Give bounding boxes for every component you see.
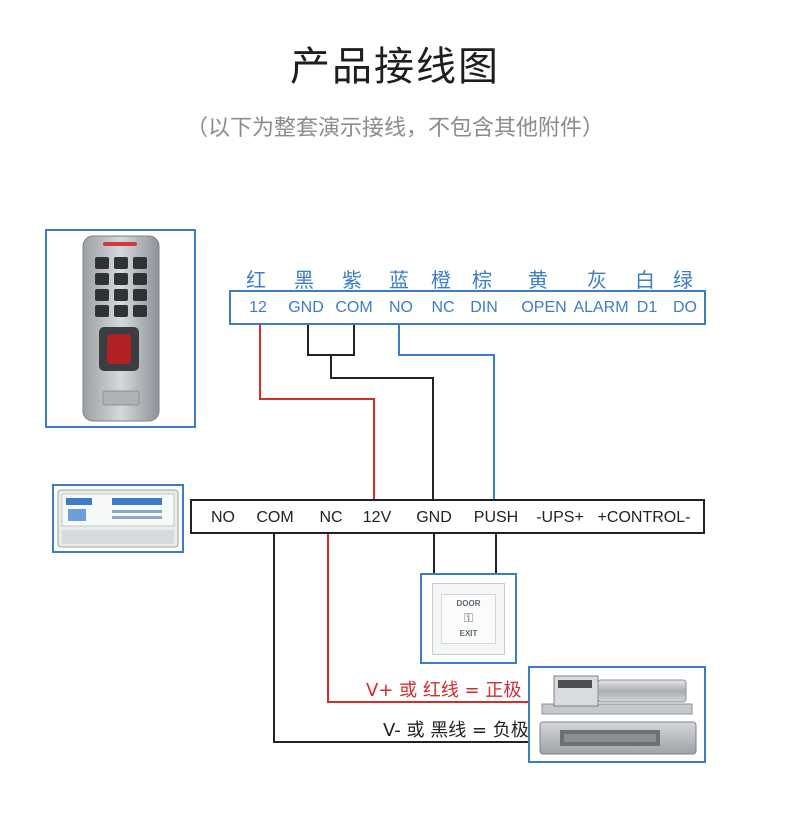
terminal-label: NC	[319, 509, 343, 526]
terminal-label: DIN	[470, 299, 498, 316]
wire-color-label: 黄	[528, 268, 548, 292]
wire-12v-red	[259, 325, 375, 499]
exit-button-plate: DOOR ⚿ EXIT	[432, 583, 505, 655]
terminal-label: OPEN	[521, 299, 567, 316]
exit-button-image: DOOR ⚿ EXIT	[420, 573, 517, 664]
wire-color-label: 棕	[472, 268, 492, 292]
terminal-label: GND	[288, 299, 324, 316]
exit-button-text-door: DOOR	[456, 599, 481, 608]
terminal-label: COM	[335, 299, 373, 316]
lock-positive-label: V+ 或 红线 = 正极	[366, 680, 522, 701]
terminal-label: NO	[211, 509, 235, 526]
wire-color-label: 蓝	[389, 268, 409, 292]
wire-lock-negative	[273, 534, 528, 743]
terminal-label: ALARM	[573, 299, 629, 316]
lock-image	[528, 666, 706, 763]
wire-color-label: 黑	[294, 268, 314, 292]
keypad-wire-colors: 红 黑 紫 蓝 橙 棕 黄 灰 白 绿	[236, 264, 706, 292]
wire-push-blue	[398, 325, 495, 499]
page-title: 产品接线图	[290, 44, 500, 90]
wire-color-label: 白	[635, 268, 655, 292]
wire-color-label: 橙	[431, 268, 451, 292]
power-supply-terminal-block: NO COM NC 12V GND PUSH -UPS+ +CONTROL-	[190, 499, 705, 534]
keypad-device-image	[45, 229, 196, 428]
wire-gnd-com-bridge	[307, 325, 355, 356]
terminal-label: NC	[431, 299, 455, 316]
terminal-label: NO	[389, 299, 413, 316]
wire-color-label: 灰	[587, 268, 607, 292]
key-icon: ⚿	[463, 611, 474, 625]
wire-color-label: 绿	[673, 268, 693, 292]
exit-button-face: DOOR ⚿ EXIT	[441, 594, 496, 644]
terminal-label: PUSH	[473, 509, 519, 526]
exit-button-text-exit: EXIT	[459, 629, 478, 638]
terminal-label: -UPS+	[536, 509, 584, 526]
lock-negative-label: V- 或 黑线 = 负极	[383, 720, 529, 741]
page-subtitle: （以下为整套演示接线，不包含其他附件）	[185, 116, 604, 141]
wire-gnd-black	[330, 355, 434, 499]
wire-color-label: 紫	[342, 268, 362, 292]
terminal-label: +CONTROL-	[597, 509, 691, 526]
terminal-label: 12V	[362, 509, 392, 526]
terminal-label: 12	[249, 299, 267, 316]
keypad-terminal-block: 12 GND COM NO NC DIN OPEN ALARM D1 DO	[229, 290, 706, 325]
terminal-label: COM	[256, 509, 294, 526]
terminal-label: D1	[636, 299, 658, 316]
terminal-label: GND	[416, 509, 452, 526]
power-supply-image	[52, 484, 184, 553]
wire-color-label: 红	[246, 268, 266, 292]
wire-lock-positive	[327, 534, 528, 703]
terminal-label: DO	[673, 299, 697, 316]
